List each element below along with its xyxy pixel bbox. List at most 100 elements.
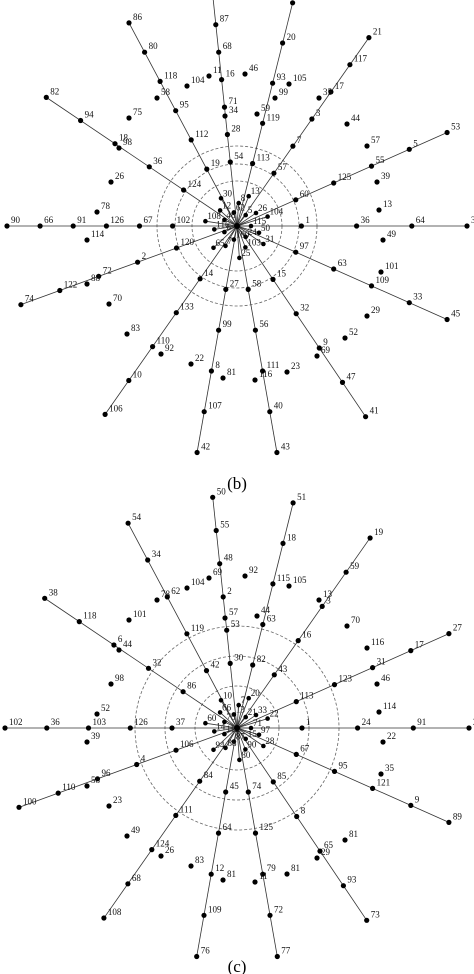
panel-c-spoke-10-label-2: 111	[180, 804, 193, 814]
panel-c-spoke-6-label-3: 62	[171, 586, 180, 596]
panel-b-scatter-label-21: 70	[113, 293, 123, 303]
panel-b-spoke-5-node-6	[213, 22, 219, 28]
panel-b-spoke-11-node-4	[201, 409, 207, 415]
panel-c-spoke-5	[212, 497, 238, 729]
panel-b-spoke-8-node-4	[70, 223, 76, 229]
panel-c-spoke-9-label-3: 96	[102, 768, 112, 778]
panel-c-scatter-label-20: 58	[91, 775, 101, 785]
panel-c-inner-node-12	[203, 720, 208, 726]
panel-b-spoke-4-node-1	[250, 160, 256, 167]
panel-c-scatter-label-17: 114	[383, 701, 397, 711]
panel-b-inner-node-3	[261, 241, 266, 247]
panel-c-scatter-label-24: 83	[195, 855, 205, 865]
panel-c-spoke-3	[236, 537, 371, 729]
panel-c-inner-label-20: 33	[258, 705, 268, 715]
panel-b-spoke-4	[236, 2, 294, 227]
panel-b-scatter-label-24: 22	[195, 353, 204, 363]
panel-b-inner-edge-12	[205, 220, 238, 227]
panel-c-spoke-2-label-2: 123	[339, 674, 353, 684]
panel-b-spoke-12-label-3: 111	[267, 360, 280, 370]
panel-c-inner-label-12: 60	[207, 713, 217, 723]
panel-b-spoke-8-node-6	[4, 223, 10, 229]
panel-c-spoke-13	[236, 727, 368, 921]
panel-b-spoke-2-label-5: 53	[451, 122, 461, 132]
panel-b-scatter-node-9	[222, 113, 228, 119]
panel-b-inner-node-1	[248, 223, 254, 229]
panel-b-spoke-6-node-6	[126, 20, 132, 26]
panel-b-spoke-5-label-2: 28	[231, 124, 241, 134]
panel-b-spoke-6-node-5	[142, 49, 148, 55]
panel-b-inner-node-14	[217, 208, 223, 213]
panel-b-inner-node-16	[231, 210, 237, 215]
panel-b-spoke-5	[212, 0, 238, 227]
panel-c-spoke-2-node-3	[370, 665, 376, 671]
panel-b-spoke-3-node-4	[328, 89, 334, 95]
panel-c-spoke-12-node-4	[267, 912, 273, 918]
panel-b-spoke-14	[236, 225, 448, 320]
panel-c-inner-edge-20	[236, 714, 257, 729]
panel-b-inner-label-7: 100	[236, 230, 250, 240]
panel-b-spoke-10-label-3: 110	[157, 336, 171, 346]
panel-b-spoke-7	[46, 97, 238, 227]
panel-c-scatter-node-8	[116, 647, 122, 653]
panel-b-inner-label-14: 12	[222, 200, 231, 210]
panel-b-scatter-node-23	[158, 351, 164, 357]
panel-b-scatter-label-7: 75	[133, 107, 143, 117]
panel-b-spoke-6-label-5: 80	[149, 41, 159, 51]
panel-b-spoke-5-node-1	[227, 159, 233, 165]
panel-c-spoke-3-label-5: 19	[374, 527, 384, 537]
panel-b-spoke-2-node-2	[331, 180, 337, 186]
panel-b-inner-node-13	[222, 217, 227, 223]
panel-b-spoke-8-label-3: 126	[110, 215, 124, 225]
panel-c-scatter-label-5: 104	[191, 577, 205, 587]
panel-b-spoke-12-label-4: 40	[274, 401, 284, 411]
panel-c-spoke-2-label-5: 27	[453, 623, 463, 633]
panel-b-spoke-3-node-2	[290, 143, 296, 149]
panel-c-spoke-13-node-4	[340, 883, 346, 889]
panel-b-spoke-2-node-4	[406, 146, 412, 152]
panel-b-inner-label-21: 104	[270, 207, 284, 217]
panel-b-inner-label-5: 103	[247, 237, 261, 247]
panel-c-spoke-10	[103, 727, 238, 919]
panel-b-spoke-11-label-1: 27	[230, 278, 240, 288]
panel-c-inner-edge-5	[236, 727, 246, 750]
panel-c-inner-edge-9	[213, 727, 238, 751]
panel-c-scatter-node-13	[374, 681, 380, 687]
panel-b-spoke-11-node-1	[223, 286, 229, 292]
panel-b-inner-edge-9	[213, 225, 238, 249]
panel-c-scatter-node-6	[154, 597, 160, 603]
panel-c-spoke-14-node-4	[408, 802, 414, 809]
panel-b-spoke-12-label-5: 43	[281, 442, 291, 452]
panel-c-spoke-6-label-2: 119	[191, 623, 205, 633]
panel-b-spoke-3-label-3: 3	[316, 108, 321, 118]
panel-c-inner-label-5: 90	[247, 739, 257, 749]
panel-c-scatter-label-29: 81	[349, 829, 358, 839]
panel-c-spoke-9-node-2	[134, 761, 140, 768]
panel-b-scatter-node-22	[124, 331, 130, 337]
panel-b-inner-node-12	[203, 218, 208, 224]
panel-b-inner-node-15	[218, 196, 224, 201]
panel-b-spoke-11-node-3	[208, 368, 214, 374]
panel-c-inner-node-13	[222, 719, 227, 725]
panel-c-spoke-11-node-1	[223, 789, 229, 795]
panel-c-inner-label-10: 112	[226, 724, 239, 734]
panel-c-inner-label-17: 7	[241, 695, 246, 705]
panel-b-scatter-label-13: 39	[381, 171, 391, 181]
panel-c-spoke-1-node-4	[466, 725, 472, 731]
panel-b-scatter-node-29	[342, 335, 348, 341]
panel-c-diagram: 1249125113123311727431635919826311518513…	[2, 486, 474, 960]
panel-c-spoke-2-node-2	[331, 682, 338, 688]
panel-b-spoke-8-label-4: 91	[77, 215, 86, 225]
panel-b-spoke-13-node-4	[339, 379, 346, 385]
panel-c-spoke-3-node-1	[271, 672, 277, 678]
panel-c-inner-node-6	[237, 757, 242, 763]
panel-b-scatter-label-10: 59	[261, 103, 271, 113]
panel-c-inner-node-8	[223, 745, 228, 751]
panel-b-spoke-7-node-3	[112, 141, 118, 147]
panel-c-spoke-8-label-5: 102	[9, 717, 23, 727]
panel-c-scatter-node-27	[284, 871, 290, 877]
panel-b-inner-node-5	[243, 245, 248, 250]
panel-c-spoke-6-label-4: 34	[152, 549, 162, 559]
panel-c-spoke-2	[236, 633, 450, 729]
